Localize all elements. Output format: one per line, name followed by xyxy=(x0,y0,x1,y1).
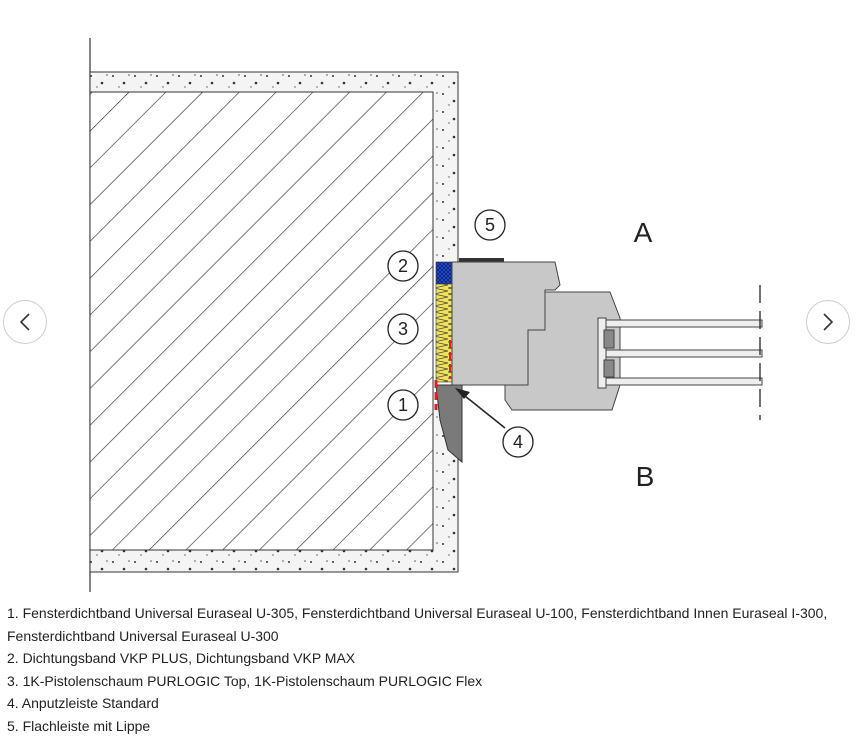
flat-strip xyxy=(459,258,504,262)
arrow-4 xyxy=(455,388,506,429)
marker-5: 5 xyxy=(485,215,495,235)
window-sash xyxy=(504,291,621,411)
sealing-tape-vkp xyxy=(435,261,453,285)
image-caption: 1. Fensterdichtband Universal Euraseal U… xyxy=(7,602,827,737)
marker-3: 3 xyxy=(398,319,408,339)
caption-line: 5. Flachleiste mit Lippe xyxy=(7,717,151,734)
window-installation-diagram: 5 2 3 1 4 A B xyxy=(89,38,763,592)
caption-line: 3. 1K-Pistolenschaum PURLOGIC Top, 1K-Pi… xyxy=(7,672,483,689)
caption-line: 4. Anputzleiste Standard xyxy=(7,695,159,711)
label-a: A xyxy=(634,217,653,248)
caption-line: 1. Fensterdichtband Universal Euraseal U… xyxy=(7,605,828,621)
chevron-left-icon xyxy=(19,313,30,331)
marker-1: 1 xyxy=(398,395,408,415)
glass-pane xyxy=(603,319,763,386)
caption-line: 2. Dichtungsband VKP PLUS, Dichtungsband… xyxy=(7,650,356,666)
chevron-right-icon xyxy=(823,313,834,331)
previous-image-button[interactable] xyxy=(3,300,47,344)
label-b: B xyxy=(636,461,655,492)
marker-4: 4 xyxy=(513,432,523,452)
caption-line: Fensterdichtband Universal Euraseal U-30… xyxy=(7,627,279,644)
marker-2: 2 xyxy=(398,256,408,276)
next-image-button[interactable] xyxy=(806,300,850,344)
markers: 5 2 3 1 4 xyxy=(387,209,534,458)
